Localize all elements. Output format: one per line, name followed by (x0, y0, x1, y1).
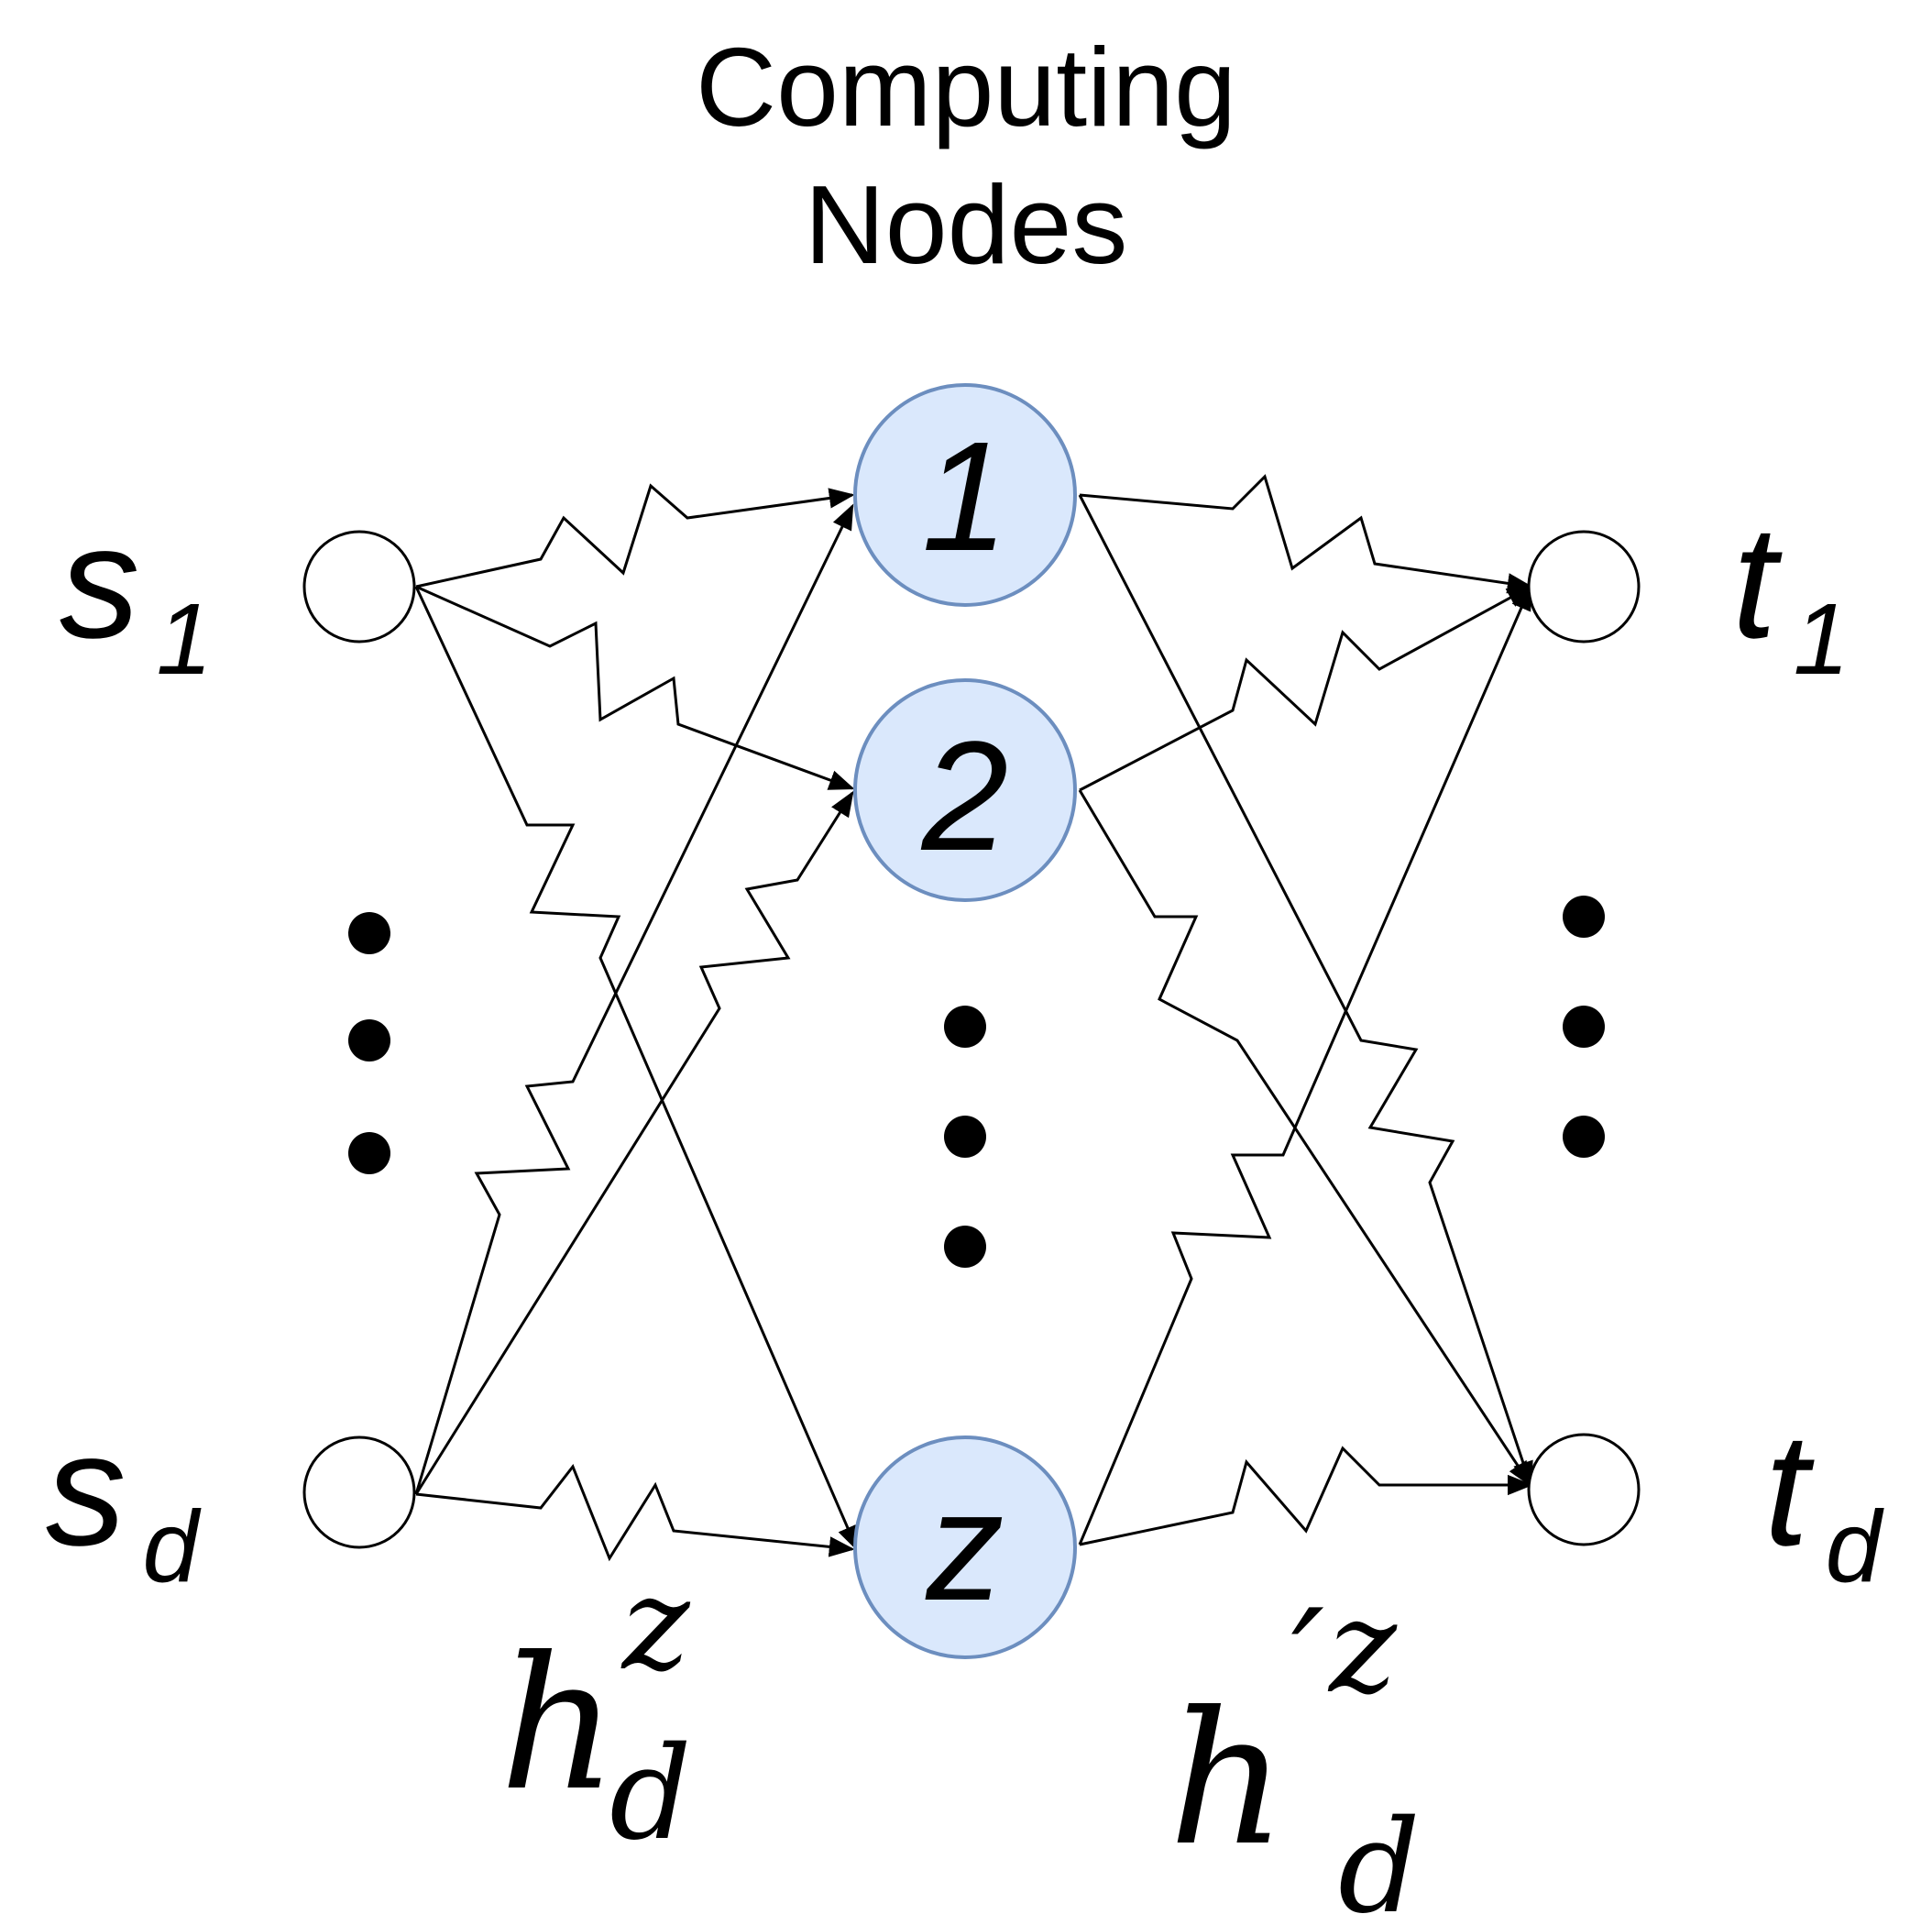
title-line-2: Nodes (804, 162, 1128, 287)
ellipsis-dot-center-2 (944, 1116, 986, 1158)
edge-label-left-sub: d (609, 1720, 692, 1869)
ellipsis-dot-right-3 (1563, 1116, 1605, 1158)
edge-nodez-to-t1 (1078, 584, 1532, 1546)
source-node-sd (302, 1436, 416, 1549)
edge-node2-to-td (1078, 789, 1532, 1488)
source-label-s1-base: s (60, 493, 140, 672)
source-label-s1-sub: 1 (157, 583, 213, 696)
ellipsis-dot-left-1 (348, 912, 390, 954)
edge-label-left-base: h (499, 1618, 618, 1832)
title-line-1: Computing (696, 25, 1236, 149)
computing-node-1-label: 1 (922, 410, 1009, 584)
edge-nodez-to-td (1079, 1446, 1533, 1546)
computing-node-1 (853, 383, 1077, 607)
target-node-td (1527, 1433, 1641, 1546)
target-label-td-base: t (1764, 1401, 1815, 1579)
edge-sd-to-nodez (415, 1464, 855, 1562)
target-nodes (1527, 530, 1641, 1546)
ellipsis-dot-right-1 (1563, 896, 1605, 938)
edge-s1-to-node2 (415, 585, 855, 790)
edge-node1-to-td (1078, 494, 1533, 1488)
ellipsis-dot-center-1 (944, 1006, 986, 1048)
edge-label-right-prime: ′ (1291, 1578, 1324, 1749)
target-label-td-sub: d (1826, 1490, 1885, 1603)
target-edges (1078, 474, 1533, 1546)
edge-node1-to-t1 (1079, 474, 1533, 594)
diagram-title: Computing Nodes (508, 18, 1424, 293)
edge-s1-to-node1 (415, 483, 855, 588)
source-node-s1 (302, 530, 416, 644)
computing-node-z-label: z (926, 1459, 1004, 1634)
ellipsis-dot-left-3 (348, 1132, 390, 1174)
edge-label-right-sub: d (1338, 1793, 1421, 1925)
edge-label-left-sup: z (620, 1550, 691, 1700)
edge-sd-to-node1 (414, 503, 854, 1495)
source-edges (414, 483, 859, 1562)
edge-sd-to-node2 (414, 790, 854, 1495)
computing-node-2 (853, 678, 1077, 902)
ellipsis-dot-right-2 (1563, 1006, 1605, 1048)
target-label-t1-base: t (1732, 493, 1783, 672)
ellipsis-dot-left-2 (348, 1019, 390, 1062)
computing-node-2-label: 2 (921, 710, 1009, 884)
source-label-sd-sub: d (143, 1490, 203, 1603)
ellipsis-dot-center-3 (944, 1226, 986, 1268)
edge-node2-to-t1 (1079, 585, 1533, 792)
target-label-t1-sub: 1 (1794, 583, 1850, 696)
computing-node-z (853, 1436, 1077, 1659)
source-nodes (302, 530, 416, 1549)
ellipsis-dots (348, 896, 1605, 1268)
edge-label-right-base: h (1169, 1673, 1287, 1886)
target-node-t1 (1527, 530, 1641, 644)
source-label-sd-base: s (46, 1401, 126, 1579)
edge-label-right-sup: z (1327, 1573, 1398, 1722)
edge-s1-to-nodez (414, 586, 859, 1552)
computing-nodes: 1 2 z (853, 383, 1077, 1659)
